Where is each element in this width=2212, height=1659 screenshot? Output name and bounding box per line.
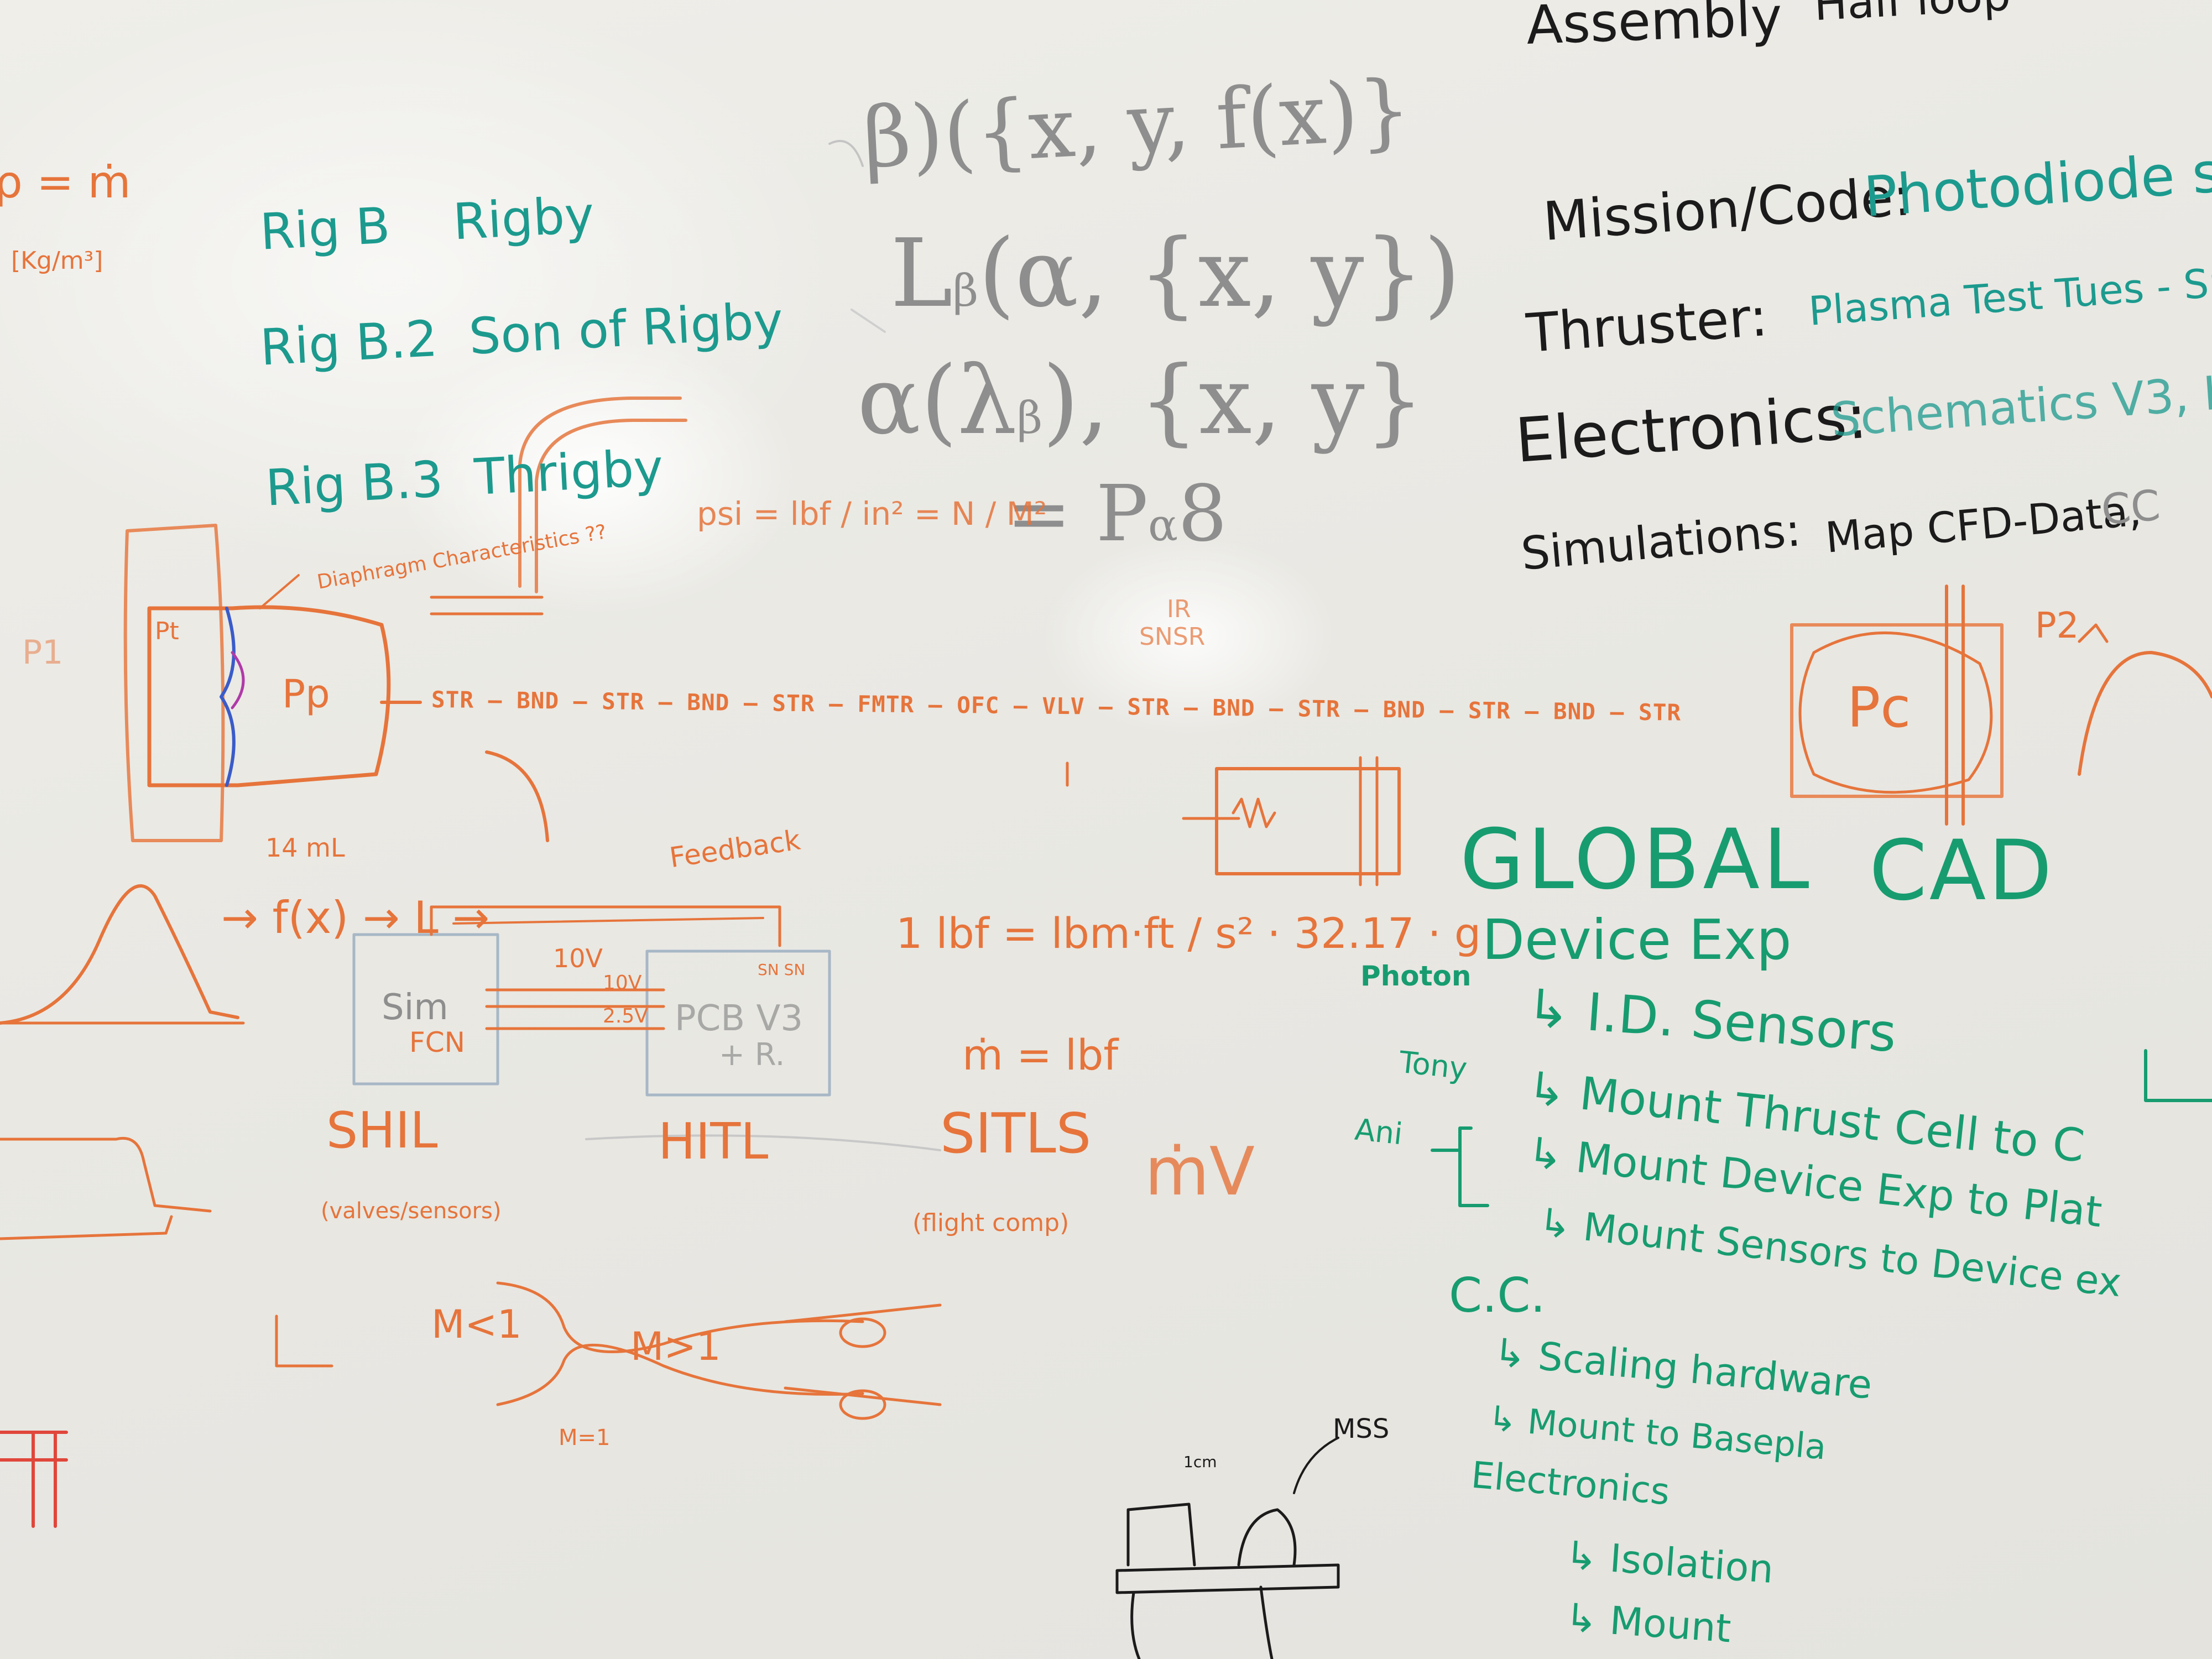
mdot-equation: ṁ = lbf [962,1030,1119,1079]
pcb-block [645,950,831,1097]
chamber [1790,623,2004,798]
global-heading: GLOBAL [1460,812,1813,908]
ten-volt-label: 10V [553,943,603,973]
ir-label: IR [1167,595,1191,623]
assignee-ani: Ani [1353,1112,1405,1152]
flow-label: 14 mL [265,833,345,863]
sim-block [352,933,499,1086]
thruster-label: Thruster: [1524,285,1770,365]
math-line-4-rest: 8 [1178,469,1228,559]
pressure-p1: P1 [22,633,64,672]
pcb-label-2: + R. [719,1037,785,1073]
bell-curve [0,884,239,1025]
mach-gt1: M>1 [630,1324,721,1369]
math-line-3-sub: β [1016,392,1043,444]
fcn-label: FCN [409,1026,466,1058]
volt-2-5-label: 2.5V [603,1005,648,1027]
device-exp-heading: Device Exp [1482,907,1792,972]
math-line-3-main: α(λ [857,346,1017,456]
pressure-pp: Pp [282,671,330,717]
math-line-4: = Pα8 [1006,476,1227,553]
math-line-2-rest: (α, {x, y}) [978,219,1460,328]
diaphragm-2 [231,651,245,709]
vessel-outline [123,524,225,842]
density-units: [Kg/m³] [11,247,103,275]
math-line-4-main: = P [1006,469,1149,559]
cc-heading: C.C. [1449,1268,1546,1323]
simulations-tail: CC [2099,480,2162,535]
desk-sketch [1115,1563,1340,1594]
vessel-tank [147,605,391,787]
cad-heading: CAD [1869,823,2054,919]
assignee-tony: Tony [1397,1044,1469,1087]
math-line-2-main: L [890,219,953,328]
mach-lt1: M<1 [431,1302,522,1347]
math-line-3: α(λβ), {x, y} [857,354,1425,448]
assembly-label: Assembly [1525,0,1783,57]
ten-volt-label-2: 10V [603,972,642,994]
math-line-4-sub: α [1148,499,1178,551]
assignee-photon: Photon [1360,960,1472,992]
psi-equation: psi = lbf / in² = N / M² [697,495,1047,533]
mv-label: ṁV [1145,1134,1255,1211]
shil-sub: (valves/sensors) [321,1198,502,1224]
heater-box [1215,767,1401,875]
math-line-2: Lβ(α, {x, y}) [890,227,1460,321]
pipe-elbow [518,397,682,588]
transfer-function: → f(x) → L → [221,892,490,943]
pressure-pt: Pt [155,617,179,645]
math-line-3-rest: ), {x, y} [1042,346,1425,456]
cm-label: 1cm [1183,1453,1217,1471]
pressure-pc: Pc [1847,675,1911,740]
task-mount-last: ↳ Mount [1563,1594,1733,1652]
pressure-p2: P2 [2035,606,2079,646]
pressure-curve [2078,651,2212,776]
lbf-equation: 1 lbf = lbm·ft / s² · 32.17 · g [896,909,1481,958]
density-eq: ρ = ṁ [0,156,131,208]
shil-label: SHIL [326,1102,438,1160]
hitl-label: HITL [658,1113,769,1171]
sitl-label: SITLS [940,1101,1092,1166]
snsr-label: SNSR [1139,623,1206,651]
diaphragm [220,607,236,787]
mach-eq1: M=1 [559,1425,611,1451]
mss-label: MSS [1333,1413,1390,1444]
sim-label: Sim [382,987,448,1028]
sn-label: SN SN [758,961,806,979]
sitl-sub: (flight comp) [912,1209,1070,1237]
math-line-2-sub: β [952,265,979,316]
pcb-label: PCB V3 [675,998,804,1039]
